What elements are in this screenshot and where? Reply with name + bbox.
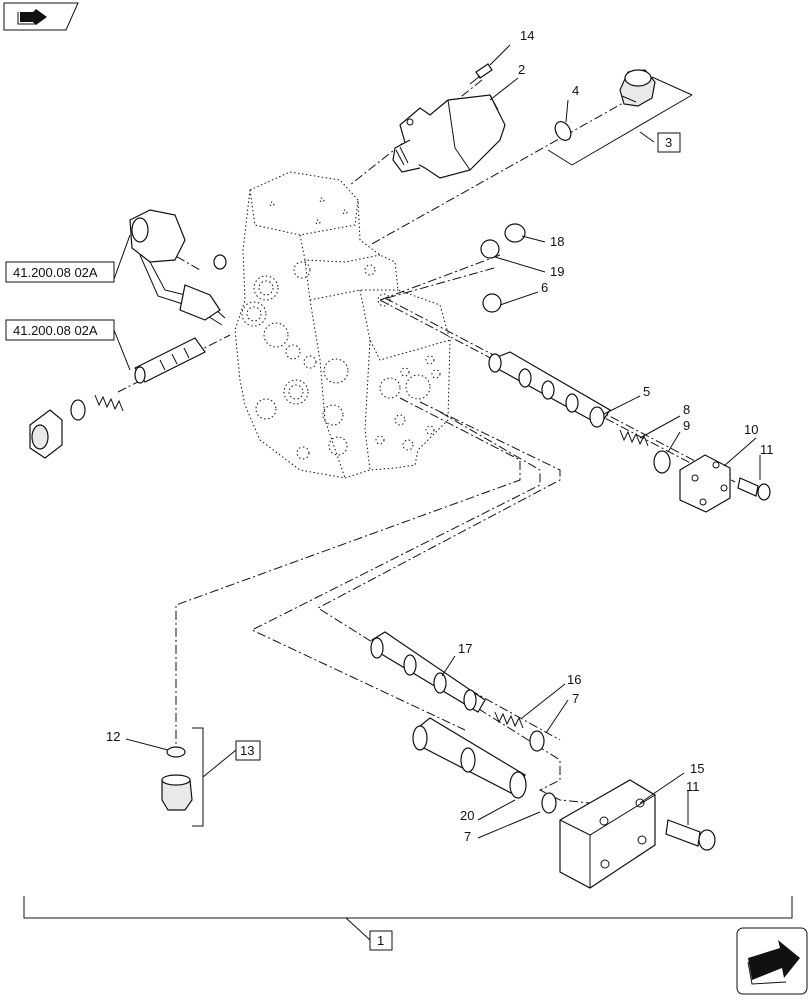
leader-lines	[113, 44, 761, 839]
part-left-spring	[94, 394, 124, 412]
boxed-callout-13: 13	[235, 740, 261, 761]
callout-4: 4	[572, 83, 579, 98]
part-ring-19	[480, 239, 500, 259]
part-ring-12	[166, 746, 186, 758]
part-bolt-11-lower	[665, 819, 716, 851]
reference-link-1[interactable]: 41.200.08 02A	[5, 261, 115, 283]
part-spring-16	[494, 711, 524, 729]
part-oring-4	[554, 121, 572, 141]
part-solenoid	[392, 94, 506, 179]
part-cover-10	[679, 454, 731, 513]
callout-8: 8	[683, 402, 690, 417]
part-sleeve-20	[412, 717, 527, 799]
svg-text:41.200.08 02A[interactable]: 41.200.08 02A	[13, 323, 98, 338]
part-oring-7-upper	[529, 730, 545, 752]
part-spring-8	[619, 429, 649, 447]
callout-11-lower: 11	[686, 779, 700, 794]
part-plug-3	[619, 69, 656, 107]
callout-19: 19	[550, 264, 564, 279]
valve-body	[234, 171, 451, 479]
part-ring-18	[504, 223, 526, 243]
boxed-callout-3: 3	[657, 132, 681, 153]
part-screw-14	[469, 63, 493, 85]
part-spool-17	[370, 631, 486, 713]
callout-9: 9	[683, 418, 690, 433]
part-left-spool	[134, 337, 206, 384]
part-plug-13	[161, 774, 193, 811]
callout-10: 10	[744, 422, 758, 437]
part-bolt-11-upper	[737, 477, 771, 501]
part-sensor	[129, 209, 227, 326]
part-cover-15	[559, 779, 656, 889]
book-arrow-icon[interactable]	[3, 2, 79, 31]
svg-text:41.200.08 02A[interactable]: 41.200.08 02A	[13, 265, 98, 280]
callout-16: 16	[567, 672, 581, 687]
callout-5: 5	[643, 384, 650, 399]
callout-18: 18	[550, 234, 564, 249]
callout-7-lower: 7	[464, 829, 471, 844]
part-oring-7-lower	[541, 792, 557, 814]
callout-7-upper: 7	[572, 691, 579, 706]
part-left-cap	[29, 409, 63, 459]
svg-text:1: 1	[377, 933, 384, 948]
callout-15: 15	[690, 761, 704, 776]
assembly-brackets	[23, 76, 793, 941]
assembly-axes	[117, 79, 736, 809]
callout-labels: 14 2 4 18 19 6 5 8 9 10 11 17 16 7 15 11…	[106, 28, 774, 844]
boxed-callout-1: 1	[369, 930, 393, 951]
part-ring-6	[482, 293, 502, 313]
part-spool-5	[488, 351, 611, 428]
svg-text:3: 3	[665, 135, 672, 150]
callout-14: 14	[520, 28, 534, 43]
next-page-arrow-icon[interactable]	[736, 927, 808, 995]
callout-11-upper: 11	[760, 442, 774, 457]
callout-2: 2	[518, 62, 525, 77]
callout-12: 12	[106, 729, 120, 744]
svg-text:13: 13	[240, 743, 254, 758]
callout-6: 6	[541, 280, 548, 295]
callout-20: 20	[460, 808, 474, 823]
part-oring-9	[653, 450, 671, 474]
callout-17: 17	[458, 641, 472, 656]
reference-link-2[interactable]: 41.200.08 02A	[5, 319, 115, 341]
part-left-oring	[70, 399, 86, 421]
